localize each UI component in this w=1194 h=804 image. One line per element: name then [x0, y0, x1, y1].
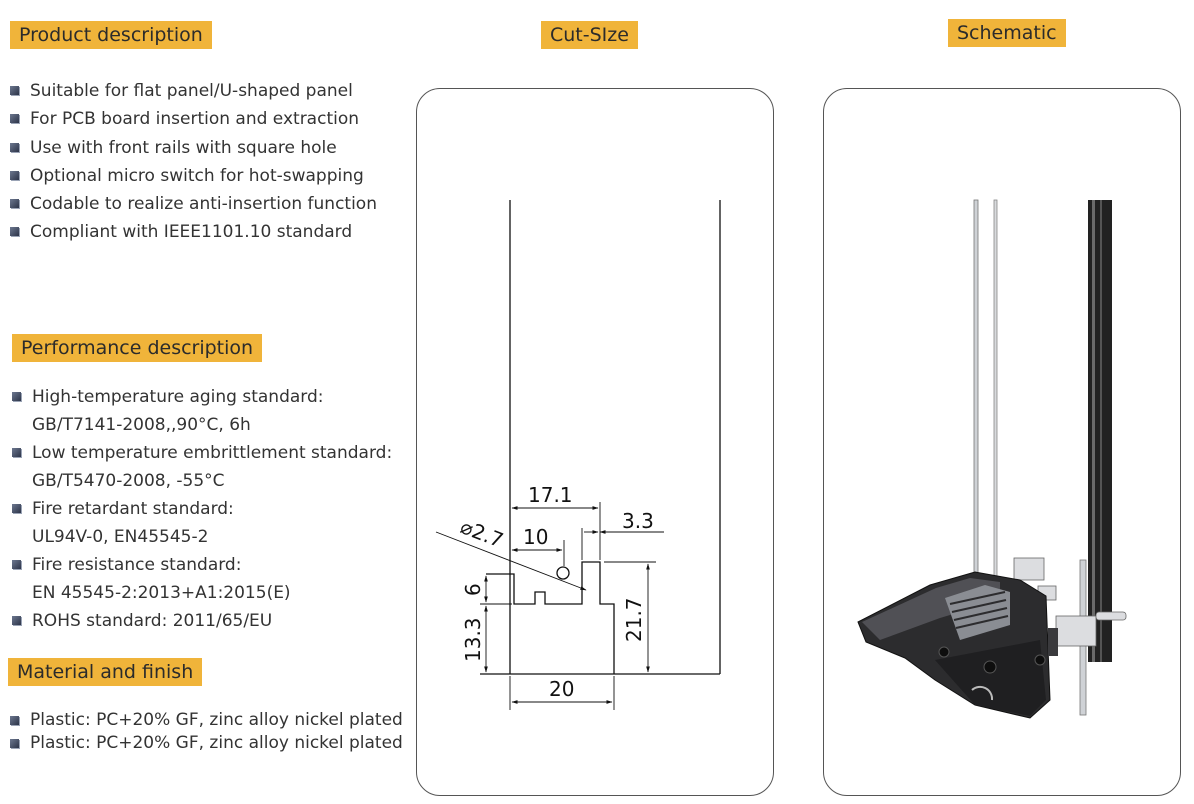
performance-title: ROHS standard: 2011/65/EU: [32, 611, 273, 631]
feature-text: Suitable for flat panel/U-shaped panel: [30, 81, 353, 101]
list-item: ROHS standard: 2011/65/EU: [10, 607, 392, 635]
list-item: Compliant with IEEE1101.10 standard: [8, 218, 377, 246]
list-item: Fire retardant standard: UL94V-0, EN45545…: [10, 495, 392, 551]
square-bullet-icon: [10, 199, 19, 209]
material-list: Plastic: PC+20% GF, zinc alloy nickel pl…: [8, 709, 403, 755]
performance-title: Low temperature embrittlement standard:: [32, 443, 393, 463]
square-bullet-icon: [12, 560, 21, 569]
performance-list: High-temperature aging standard: GB/T7141…: [10, 383, 392, 635]
cut-size-panel: [416, 88, 774, 796]
square-bullet-icon: [10, 86, 19, 95]
material-text: Plastic: PC+20% GF, zinc alloy nickel pl…: [30, 733, 403, 753]
performance-detail: EN 45545-2:2013+A1:2015(E): [32, 583, 291, 603]
performance-detail: GB/T5470-2008, -55°C: [32, 471, 225, 491]
list-item: Fire resistance standard: EN 45545-2:2013…: [10, 551, 392, 607]
heading-material-and-finish: Material and finish: [8, 658, 203, 686]
list-item: Use with front rails with square hole: [8, 134, 377, 162]
heading-product-description: Product description: [10, 21, 212, 49]
list-item: High-temperature aging standard: GB/T7141…: [10, 383, 392, 439]
feature-text: Codable to realize anti-insertion functi…: [30, 194, 377, 215]
square-bullet-icon: [10, 114, 19, 124]
performance-detail: GB/T7141-2008,,90°C, 6h: [32, 415, 251, 435]
square-bullet-icon: [12, 448, 21, 457]
square-bullet-icon: [10, 170, 19, 180]
feature-text: For PCB board insertion and extraction: [30, 109, 360, 130]
feature-text: Compliant with IEEE1101.10 standard: [30, 222, 353, 243]
list-item: Plastic: PC+20% GF, zinc alloy nickel pl…: [8, 709, 403, 732]
square-bullet-icon: [12, 392, 21, 401]
list-item: For PCB board insertion and extraction: [8, 105, 377, 133]
square-bullet-icon: [10, 227, 19, 237]
list-item: Codable to realize anti-insertion functi…: [8, 190, 377, 218]
feature-text: Optional micro switch for hot-swapping: [30, 165, 364, 186]
performance-title: Fire retardant standard:: [32, 499, 234, 519]
square-bullet-icon: [12, 504, 21, 513]
square-bullet-icon: [10, 142, 19, 152]
feature-list: Suitable for flat panel/U-shaped panel F…: [8, 77, 377, 247]
heading-performance-description: Performance description: [12, 334, 263, 362]
material-text: Plastic: PC+20% GF, zinc alloy nickel pl…: [30, 710, 403, 730]
list-item: Suitable for flat panel/U-shaped panel: [8, 77, 377, 105]
square-bullet-icon: [12, 616, 21, 625]
schematic-panel: [823, 88, 1181, 796]
heading-schematic: Schematic: [948, 19, 1066, 47]
list-item: Low temperature embrittlement standard: G…: [10, 439, 392, 495]
performance-title: Fire resistance standard:: [32, 555, 242, 575]
feature-text: Use with front rails with square hole: [30, 137, 337, 158]
list-item: Plastic: PC+20% GF, zinc alloy nickel pl…: [8, 732, 403, 755]
square-bullet-icon: [10, 739, 19, 748]
performance-title: High-temperature aging standard:: [32, 387, 324, 407]
square-bullet-icon: [10, 716, 19, 725]
performance-detail: UL94V-0, EN45545-2: [32, 527, 209, 547]
heading-cut-size: Cut-SIze: [541, 21, 638, 49]
list-item: Optional micro switch for hot-swapping: [8, 162, 377, 190]
